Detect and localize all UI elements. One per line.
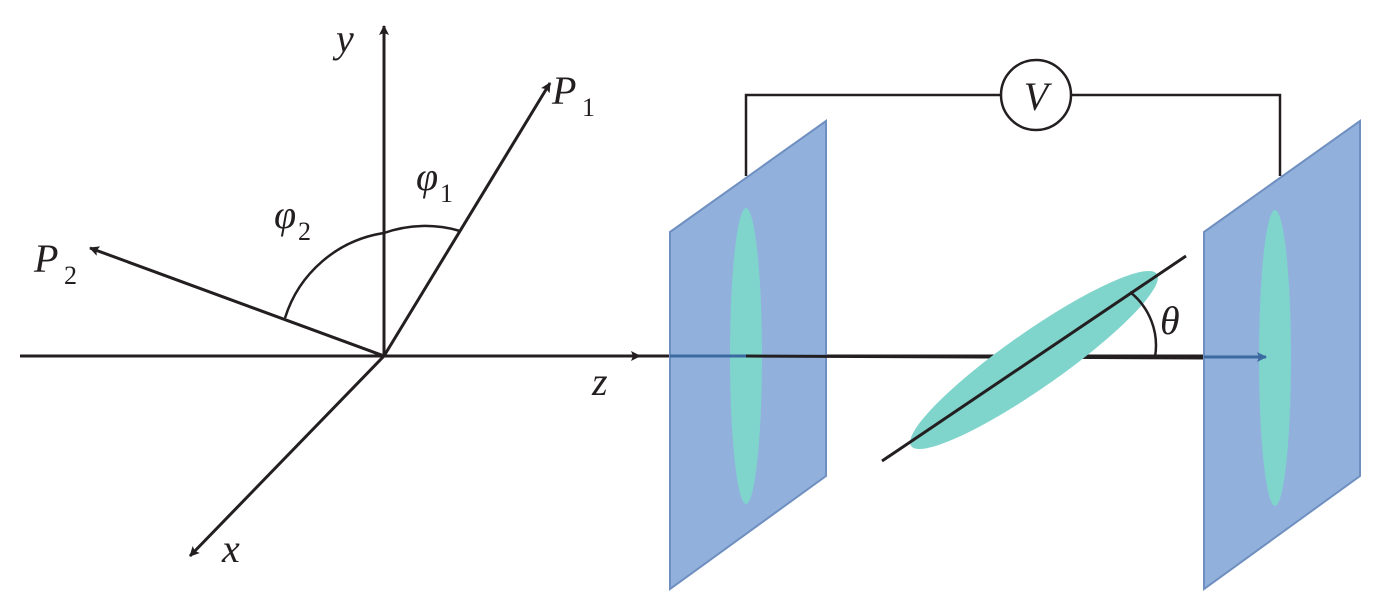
- voltmeter-icon: [999, 58, 1073, 132]
- p2-vector: [89, 246, 385, 358]
- phi1-subscript: 1: [440, 179, 453, 208]
- circuit: V: [744, 58, 1282, 176]
- voltmeter-label: V: [1024, 74, 1053, 119]
- coordinate-axes: y x z P 1 P 2 φ 1 φ 2: [20, 16, 641, 571]
- p2-label: P: [33, 236, 58, 281]
- x-axis-label: x: [221, 526, 240, 571]
- phi2-arc: [283, 231, 385, 319]
- phi1-arc: [383, 224, 461, 235]
- tilted-sample-axis: [881, 254, 1187, 463]
- phi2-subscript: 2: [298, 217, 311, 246]
- theta-label: θ: [1160, 298, 1180, 343]
- y-axis-label: y: [332, 16, 354, 61]
- right-plate-beam-spot: [1259, 210, 1291, 506]
- tilted-sample: θ: [881, 254, 1187, 463]
- p1-label: P: [551, 68, 576, 113]
- beam-between-plates: [745, 354, 1206, 360]
- left-wire: [744, 93, 1000, 176]
- phi1-label: φ: [416, 154, 438, 199]
- p1-subscript: 1: [582, 93, 595, 122]
- right-electrode-plate: [1203, 119, 1361, 591]
- p1-vector: [382, 82, 552, 357]
- right-wire: [1072, 93, 1282, 176]
- x-axis-line: [188, 354, 386, 558]
- theta-arc: [1129, 291, 1158, 358]
- phi2-label: φ: [274, 192, 296, 237]
- z-axis-label: z: [591, 359, 608, 404]
- p2-subscript: 2: [64, 261, 77, 290]
